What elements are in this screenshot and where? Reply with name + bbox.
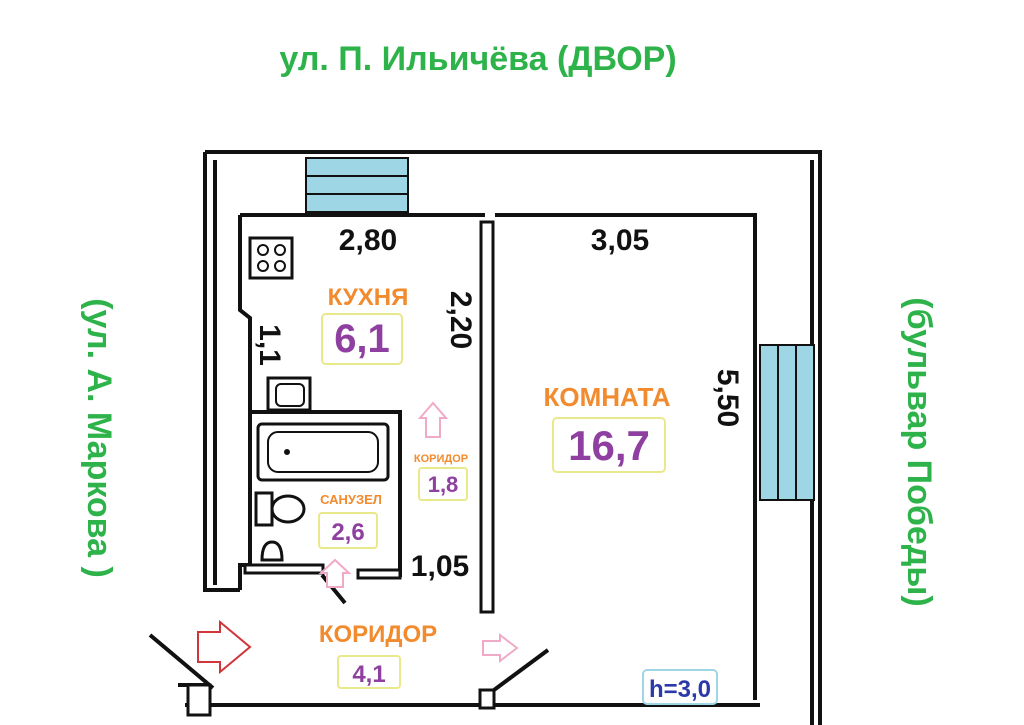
room-label: КОМНАТА: [543, 382, 670, 412]
window-right: [759, 344, 815, 501]
kitchen-arrow-icon: [417, 401, 449, 438]
street-right-label: (бульвар Победы): [900, 297, 938, 606]
small-corridor-area: 1,8: [428, 472, 459, 497]
sink-icon: [266, 376, 312, 412]
room-depth-dim: 5,50: [711, 369, 744, 427]
kitchen-depth-dim: 2,20: [444, 291, 477, 349]
kitchen-width-dim: 2,80: [339, 224, 397, 257]
walls: [148, 150, 822, 725]
bathroom-label: САНУЗЕЛ: [320, 492, 382, 507]
room-width-dim: 3,05: [591, 224, 649, 257]
window-top: [305, 157, 409, 213]
ceiling-height: h=3,0: [649, 676, 711, 703]
corridor-width-dim: 1,05: [411, 550, 469, 583]
toilet-icon: [254, 491, 306, 527]
small-corridor-label: КОРИДОР: [414, 453, 468, 465]
room-arrow-icon: [482, 632, 519, 664]
stove-icon: [248, 236, 294, 280]
kitchen-label: КУХНЯ: [328, 284, 409, 311]
bathtub-icon: [256, 422, 390, 482]
kitchen-area: 6,1: [334, 317, 390, 361]
kitchen-step-dim: 1,1: [253, 324, 286, 366]
bathroom-area: 2,6: [331, 519, 364, 546]
street-top-label: ул. П. Ильичёва (ДВОР): [279, 40, 676, 78]
bath-arrow-icon: [318, 558, 352, 588]
street-left-label: (ул. А. Маркова ): [80, 298, 118, 578]
room-area: 16,7: [568, 422, 650, 469]
entry-arrow-icon: [197, 619, 252, 675]
washbasin-icon: [260, 540, 284, 562]
corridor-label: КОРИДОР: [319, 621, 437, 648]
corridor-area: 4,1: [352, 661, 385, 688]
